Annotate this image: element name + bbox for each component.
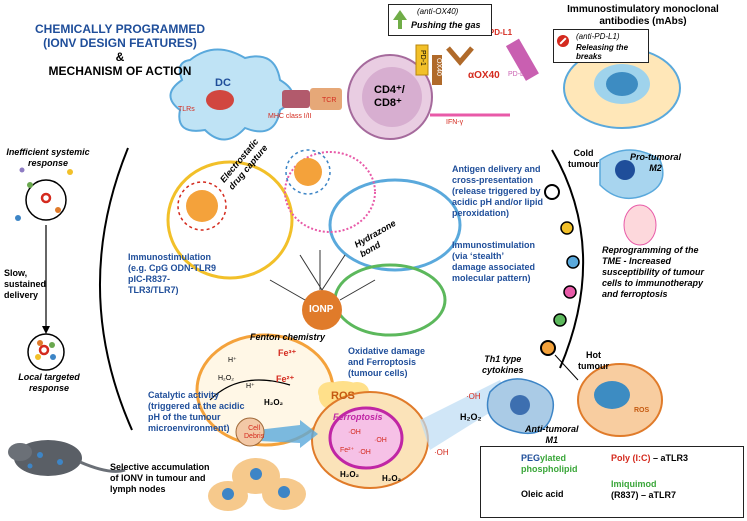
cd8-label: CD8⁺: [374, 97, 402, 109]
oh-3: ·OH: [358, 449, 371, 456]
legend-imiquimod: Imiquimod (R837) – aTLR7: [611, 479, 677, 500]
oh-5: ·OH: [434, 448, 449, 457]
ox40-label: OX40: [435, 58, 442, 76]
right-arc: [551, 149, 585, 369]
systemic-circle: [15, 167, 73, 221]
immunostim-1-label: Immunostimulation (e.g. CpG ODN-TLR9 pIC…: [128, 252, 216, 295]
h2o2-3: H₂O₂: [340, 470, 360, 479]
tlrs-label: TLRs: [178, 106, 195, 113]
oh-4: ·OH: [466, 392, 481, 401]
oh-1: ·OH: [348, 429, 361, 436]
mabs-line-1: Immunostimulatory monoclonal: [567, 4, 719, 15]
ferroptosis-label: Ferroptosis: [333, 412, 383, 422]
ring-yellow: [166, 160, 294, 280]
slow-label: Slow, sustained delivery: [4, 268, 47, 300]
tcr-label: TCR: [322, 97, 337, 104]
catalytic-label: Catalytic activity (triggered at the aci…: [148, 390, 245, 433]
h2o2-2: H₂O₂: [264, 398, 284, 407]
dendritic-cell: [169, 48, 294, 141]
ionp-cluster-blue: [285, 149, 331, 195]
fe2-label: Fe²⁺: [276, 374, 295, 384]
title-line-2: (IONV DESIGN FEATURES): [43, 36, 197, 50]
hplus-1: H⁺: [228, 357, 237, 364]
ring-pink: [284, 151, 376, 233]
local-label: Local targeted response: [18, 372, 80, 393]
arrow-up-icon: [393, 10, 407, 20]
ifng-label: IFN-γ: [446, 119, 464, 126]
cd4-label: CD4⁺/: [374, 84, 405, 96]
immunostim-2-label: Immunostimulation (via ‘stealth’ damage …: [452, 240, 536, 283]
oh-2: ·OH: [374, 437, 387, 444]
cell-debris-label: Cell Debris: [244, 425, 265, 440]
reprogramming-label: Reprogramming of the TME - Increased sus…: [602, 245, 705, 299]
protumoral-label: Pro-tumoral M2: [630, 152, 682, 173]
mabs-label: Immunostimulatory monoclonal antibodies …: [548, 4, 738, 28]
left-arc: [99, 147, 133, 431]
fe2-small: Fe²⁺: [340, 447, 355, 454]
pdl1-label: PD-L1: [508, 71, 528, 78]
ring-blue: [328, 178, 462, 272]
legend-polyic: Poly (I:C) – aTLR3: [611, 453, 689, 463]
title-line-1: CHEMICALLY PROGRAMMED: [34, 22, 205, 36]
pushing-gas-label: Pushing the gas: [411, 20, 481, 30]
hot-tumour-cell: [577, 363, 663, 437]
anti-ox40-label: (anti-OX40): [417, 7, 459, 16]
ionp-cluster-yellow: [177, 181, 227, 231]
hplus-2: H⁺: [246, 383, 255, 390]
title-block: CHEMICALLY PROGRAMMED (IONV DESIGN FEATU…: [20, 22, 220, 78]
cold-tumour-label: Cold tumour: [568, 148, 599, 169]
th1-label: Th1 type cytokines: [482, 354, 524, 375]
title-line-3: MECHANISM OF ACTION: [48, 64, 192, 78]
anti-tumoral-label: Anti-tumoral M1: [525, 424, 579, 445]
blue-arrow: [240, 420, 318, 448]
oxidative-label: Oxidative damage and Ferroptosis (tumour…: [348, 346, 426, 378]
m2-macrophage: [599, 149, 664, 246]
selective-label: Selective accumulation of IONV in tumour…: [110, 462, 210, 494]
ros-small-label: ROS: [634, 407, 650, 414]
h2o2-1: H₂O₂: [218, 375, 234, 382]
apdl1-label: αPD-L1: [484, 28, 513, 37]
ionp-label: IONP: [309, 304, 334, 315]
dc-label: DC: [215, 77, 231, 89]
h2o2-4: H₂O₂: [382, 474, 402, 483]
ring-green: [333, 263, 447, 337]
releasing-label: Releasing the breaks: [576, 43, 629, 61]
aox40-label: αOX40: [468, 70, 500, 81]
legend-peg: PEGylated phospholipid: [521, 453, 578, 474]
m1-macrophage: [486, 378, 555, 435]
antigen-label: Antigen delivery and cross-presentation …: [452, 164, 544, 218]
ionp-core: [302, 290, 342, 330]
h2o2-5: H₂O₂: [460, 412, 482, 422]
inefficient-label: Inefficient systemic response: [6, 147, 90, 168]
fenton-label: Fenton chemistry: [250, 332, 326, 342]
anti-pdl1-label: (anti-PD-L1): [576, 32, 620, 41]
mhc-label: MHC class I/II: [268, 113, 312, 120]
pd1-label: PD-1: [419, 50, 426, 66]
title-ampersand: &: [115, 50, 125, 64]
legend-oleic: Oleic acid: [521, 489, 564, 499]
mouse-illustration: [8, 440, 126, 476]
t-cell: [347, 54, 433, 140]
hot-tumour-label: Hot tumour: [578, 350, 609, 371]
dying-cells: [208, 458, 306, 511]
pushing-gas-box: (anti-OX40) Pushing the gas: [388, 4, 492, 36]
fe3-label: Fe³⁺: [278, 348, 297, 358]
legend-box: PEGylated phospholipid Oleic acid Poly (…: [480, 446, 744, 518]
local-circle: [27, 333, 65, 371]
ros-label: ROS: [331, 390, 355, 402]
cd-label: CD4⁺/ CD8⁺: [374, 84, 405, 110]
ferroptosis-cell: [311, 391, 429, 489]
mabs-line-2: antibodies (mAbs): [599, 16, 687, 27]
releasing-breaks-box: (anti-PD-L1) Releasing the breaks: [553, 29, 649, 63]
